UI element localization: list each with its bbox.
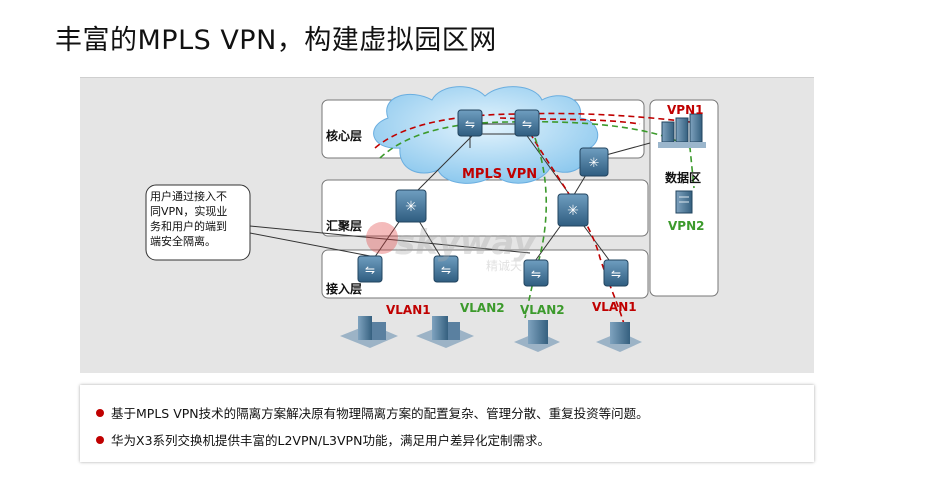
aggregation-layer-label: 汇聚层 [326, 219, 362, 233]
cloud-label: MPLS VPN [462, 167, 537, 182]
callout-line-2: 同VPN，实现业 [150, 204, 227, 218]
callout-line-4: 端安全隔离。 [150, 234, 216, 248]
server-icon [675, 190, 693, 214]
aggregation-switch-left-icon: ✳ [395, 189, 427, 223]
edge-switch-icon: ✳ [579, 147, 609, 177]
bullet-text-1: 基于MPLS VPN技术的隔离方案解决原有物理隔离方案的配置复杂、管理分散、重复… [111, 406, 649, 421]
svg-text:⇋: ⇋ [441, 263, 451, 277]
vlan1-left-label: VLAN1 [386, 303, 431, 317]
watermark-brand: skyway [395, 223, 537, 263]
access-switch-1-icon: ⇋ [357, 255, 383, 283]
svg-text:⇋: ⇋ [611, 267, 621, 281]
vlan2-right-label: VLAN2 [520, 303, 565, 317]
building-1-icon [340, 316, 398, 348]
access-layer-band [321, 249, 649, 299]
bullet-item-1: 基于MPLS VPN技术的隔离方案解决原有物理隔离方案的配置复杂、管理分散、重复… [96, 403, 649, 422]
core-layer-label: 核心层 [326, 128, 362, 143]
access-switch-2-icon: ⇋ [433, 255, 459, 283]
vlan2-left-label: VLAN2 [460, 301, 505, 315]
building-3-icon [514, 320, 560, 352]
svg-text:⇋: ⇋ [522, 117, 532, 131]
building-4-icon [596, 322, 642, 352]
vlan1-right-label: VLAN1 [592, 300, 637, 314]
svg-text:⇋: ⇋ [465, 117, 475, 131]
diagram-canvas: ⇋ ⇋ ✳ ✳ ✳ ⇋ ⇋ ⇋ [145, 86, 719, 352]
bullet-dot-icon [96, 409, 104, 417]
network-diagram: ⇋ ⇋ ✳ ✳ ✳ ⇋ ⇋ ⇋ [80, 77, 814, 373]
summary-box: 基于MPLS VPN技术的隔离方案解决原有物理隔离方案的配置复杂、管理分散、重复… [80, 385, 814, 462]
svg-text:✳: ✳ [567, 203, 579, 219]
building-2-icon [416, 316, 474, 348]
aggregation-switch-right-icon: ✳ [557, 193, 589, 227]
core-switch-left-icon: ⇋ [457, 109, 483, 137]
datacenter-vpn1-label: VPN1 [667, 103, 703, 117]
bullet-dot-icon [96, 436, 104, 444]
watermark-sub: 精诚天 [486, 259, 522, 273]
access-switch-4-icon: ⇋ [603, 259, 629, 287]
svg-text:⇋: ⇋ [365, 263, 375, 277]
datacenter-label: 数据区 [665, 170, 701, 185]
svg-text:⇋: ⇋ [531, 267, 541, 281]
skyway-logo-icon: skyway 精诚天 [366, 222, 537, 273]
page-title: 丰富的MPLS VPN，构建虚拟园区网 [55, 25, 497, 56]
svg-text:✳: ✳ [405, 199, 417, 215]
callout-box [145, 184, 251, 261]
bullet-item-2: 华为X3系列交换机提供丰富的L2VPN/L3VPN功能，满足用户差异化定制需求。 [96, 430, 550, 449]
callout-line-3: 务和用户的端到 [150, 219, 227, 233]
access-switch-3-icon: ⇋ [523, 259, 549, 287]
access-layer-label: 接入层 [326, 281, 362, 296]
svg-text:✳: ✳ [589, 156, 600, 171]
datacenter-vpn2-label: VPN2 [668, 219, 704, 233]
core-switch-right-icon: ⇋ [514, 109, 540, 137]
server-rack-icon [658, 113, 706, 148]
bullet-text-2: 华为X3系列交换机提供丰富的L2VPN/L3VPN功能，满足用户差异化定制需求。 [111, 433, 550, 448]
callout-line-1: 用户通过接入不 [150, 189, 227, 203]
